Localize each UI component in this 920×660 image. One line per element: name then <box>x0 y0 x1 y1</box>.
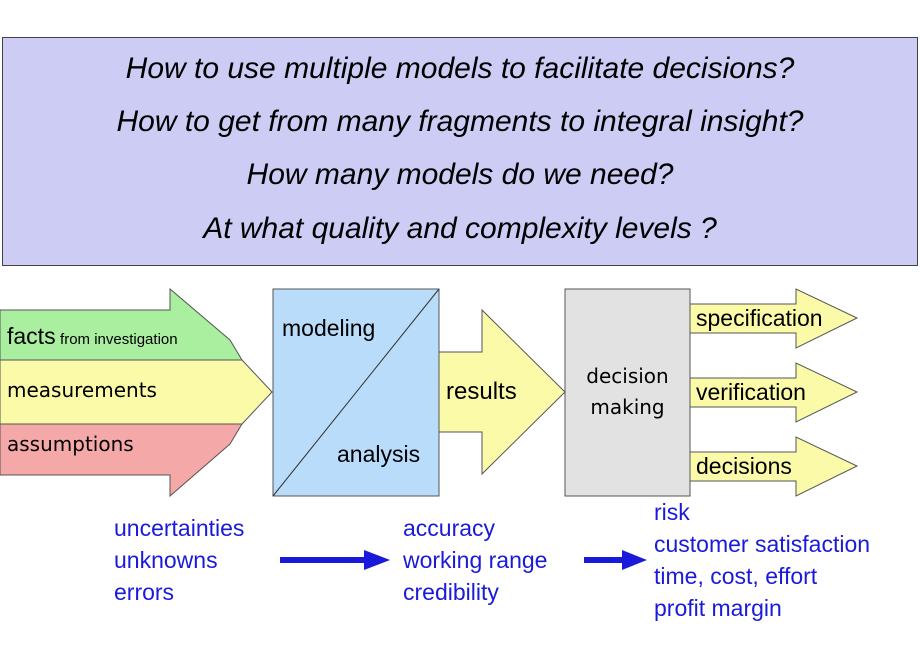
specification-label: specification <box>696 305 823 331</box>
result-qualities-list: accuracy working range credibility <box>403 512 547 608</box>
verification-label: verification <box>696 379 806 405</box>
decision-box <box>564 288 691 497</box>
output-arrow-decisions <box>689 436 859 497</box>
question-4: At what quality and complexity levels ? <box>203 212 717 245</box>
decision-factors-list: risk customer satisfaction time, cost, e… <box>654 496 870 624</box>
input-quality-item: unknowns <box>114 547 218 573</box>
question-1: How to use multiple models to facilitate… <box>125 52 795 85</box>
facts-label: facts from investigation <box>7 323 178 350</box>
decisions-label: decisions <box>696 453 792 479</box>
facts-label-sub: from investigation <box>60 331 178 348</box>
model-box-diagonal <box>272 288 440 497</box>
output-arrow-verification <box>689 362 859 423</box>
question-3: How many models do we need? <box>246 158 674 191</box>
input-arrow-facts-band <box>0 287 243 361</box>
blue-arrow-2 <box>584 550 647 570</box>
decision-factor-item: customer satisfaction <box>654 531 871 557</box>
decision-label-line2: making <box>590 395 665 419</box>
questions-panel: How to use multiple models to facilitate… <box>2 37 918 266</box>
decision-factor-item: time, cost, effort <box>654 563 818 589</box>
results-arrow <box>438 308 566 476</box>
decision-factor-item: profit margin <box>654 595 782 621</box>
question-2: How to get from many fragments to integr… <box>116 105 804 138</box>
input-quality-item: errors <box>114 579 175 605</box>
input-arrow-assumptions-band <box>0 423 243 498</box>
modeling-label: modeling <box>282 315 376 341</box>
result-quality-item: credibility <box>403 579 499 605</box>
input-arrow-measurements-band <box>0 359 273 425</box>
blue-arrow-1 <box>280 550 390 570</box>
result-quality-item: working range <box>403 547 548 573</box>
analysis-label: analysis <box>337 441 421 467</box>
decision-factor-item: risk <box>654 499 690 525</box>
measurements-label: measurements <box>7 378 157 402</box>
facts-label-main: facts <box>7 323 56 349</box>
input-quality-item: uncertainties <box>114 515 245 541</box>
output-arrow-specification <box>689 288 859 349</box>
results-label: results <box>446 378 517 405</box>
decision-label-line1: decision <box>586 364 669 388</box>
result-quality-item: accuracy <box>403 515 496 541</box>
assumptions-label: assumptions <box>7 432 134 456</box>
input-qualities-list: uncertainties unknowns errors <box>114 512 244 608</box>
